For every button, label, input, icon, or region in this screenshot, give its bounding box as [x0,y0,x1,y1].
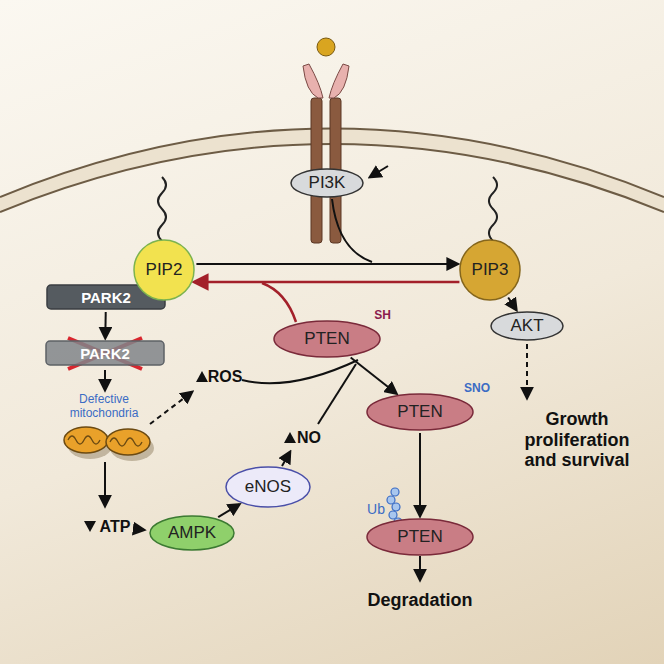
arrow [136,529,144,530]
connector-arrow [508,298,516,310]
connector-arrow [195,281,460,284]
arrow [104,370,106,390]
arrow-curve [262,283,296,322]
up-triangle [284,432,296,443]
molecule-label: NO [297,429,321,447]
organelle-label: Defective mitochondria [49,393,159,421]
node-label: AMPK [168,523,216,543]
dashed-arrow [526,344,528,398]
molecule-label: ROS [208,368,243,386]
down-triangle [84,521,96,532]
lipid-circle: PIP3 [459,239,521,301]
mitochondrion [106,429,154,461]
connector-arrow [419,433,421,516]
enzyme-oval: PI3K [290,168,364,198]
node-label: PTEN [397,402,442,422]
node-label: PTEN [397,527,442,547]
connector-arrow [351,358,397,394]
kinase-oval: AKT [490,311,564,341]
connector-arrow [218,504,239,517]
protein-oval: PTENSNO [366,393,474,431]
node-label: PARK2 [81,289,131,306]
arrow-curve [242,360,358,383]
arrow [419,556,421,580]
modification-tag: SH [374,308,391,322]
arrow [104,462,106,506]
node-label: AKT [510,316,543,336]
arrow [282,452,290,466]
node-label: PTEN [304,329,349,349]
outcome-label: Growth proliferation and survival [512,409,642,471]
outcome-label: Degradation [367,590,472,611]
node-label: PI3K [309,173,346,193]
modification-label: Ub [367,501,385,517]
connector-arrow [104,312,106,338]
gene-box-crossed: PARK2 [45,340,165,366]
lipid-circle: PIP2 [133,239,195,301]
protein-oval: PTEN [366,518,474,556]
up-triangle [196,371,208,382]
receptor-cup [329,64,349,98]
lipid-tail [489,177,497,241]
dashed-arrow [150,392,192,424]
kinase-oval: AMPK [149,515,235,551]
ligand [317,38,335,56]
receptor-cup [303,64,323,98]
lipid-tail [158,177,166,241]
node-label: eNOS [245,477,291,497]
mitochondrion [64,427,112,459]
enzyme-oval: eNOS [225,466,311,508]
modification-tag: SNO [464,381,490,395]
node-label: PIP2 [146,260,183,280]
arrow-line [318,364,356,424]
arrow-curve [332,199,372,262]
arrow [370,166,388,177]
node-label: PIP3 [472,260,509,280]
connector-arrow [196,263,457,265]
molecule-label: ATP [100,518,131,536]
protein-oval: PTENSH [273,320,381,358]
node-label: PARK2 [80,345,130,362]
